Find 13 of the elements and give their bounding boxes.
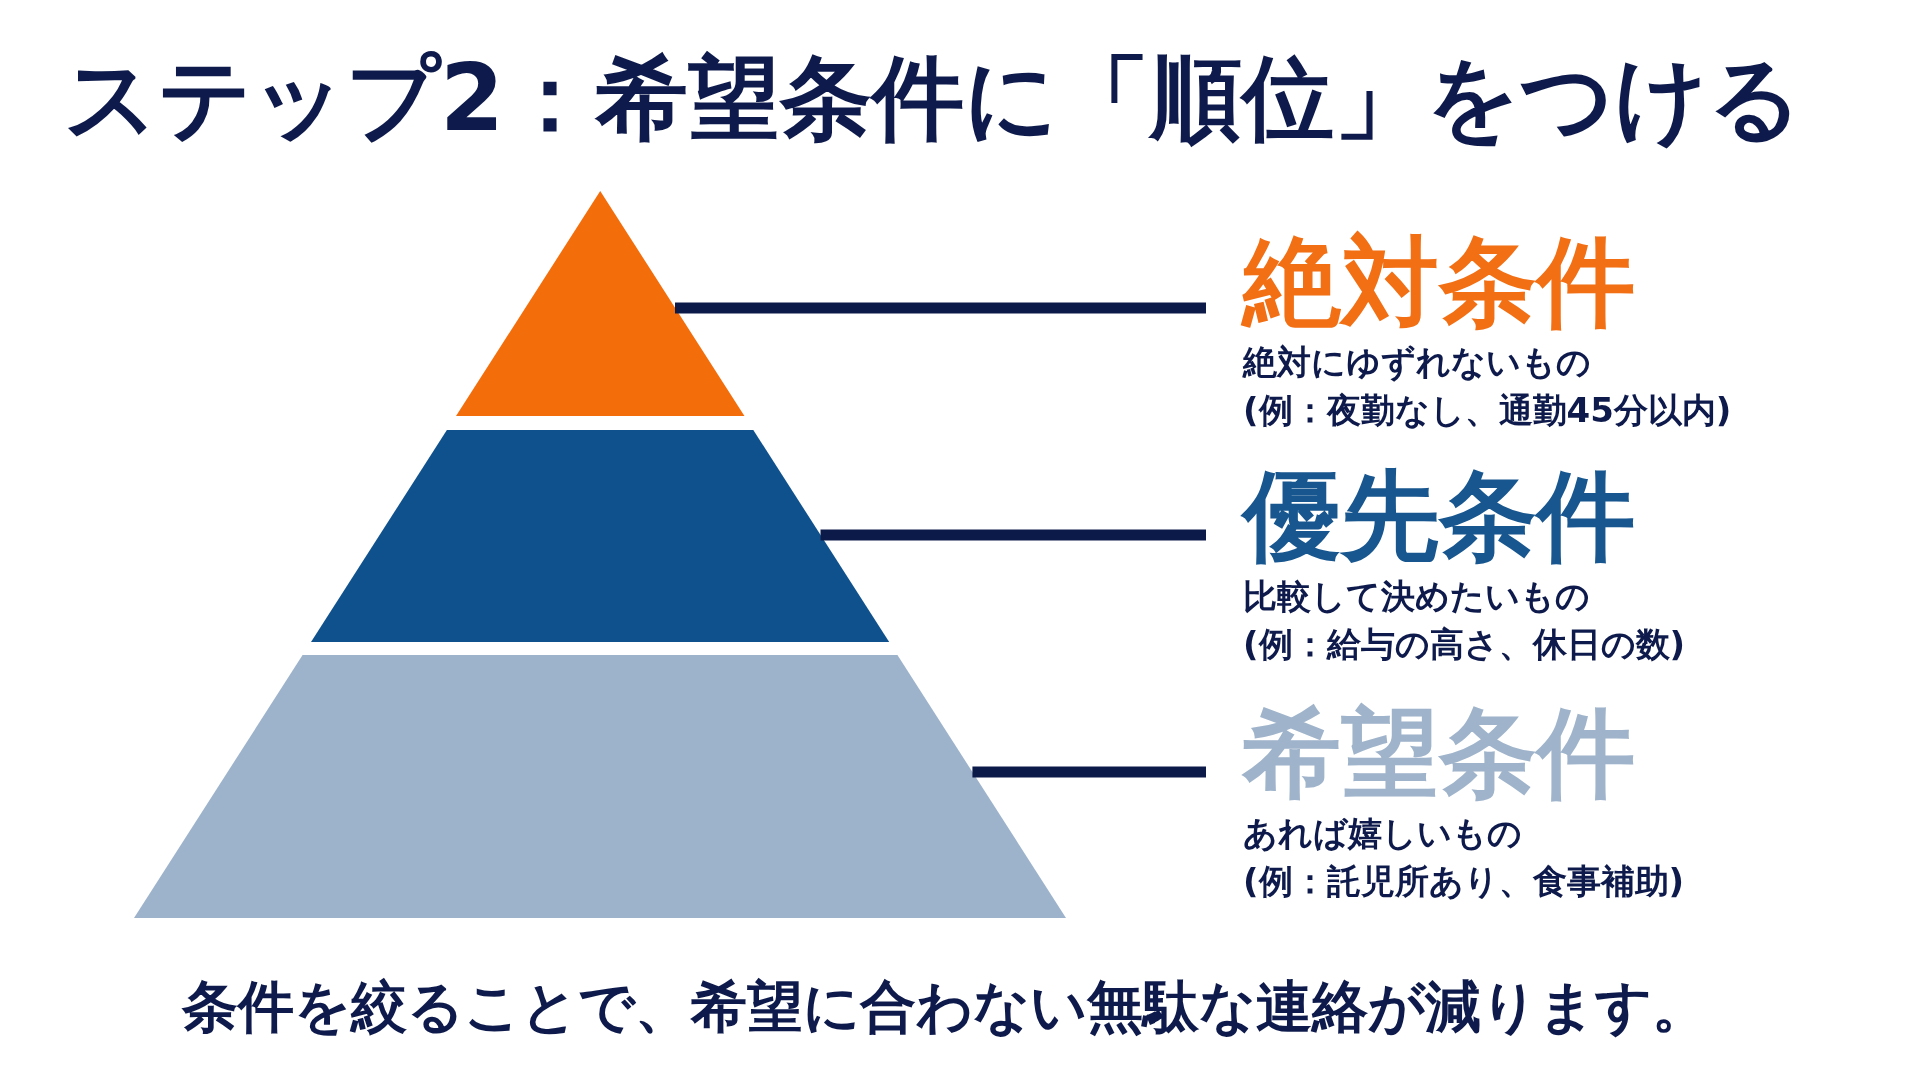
tier-description: 比較して決めたいもの bbox=[1243, 575, 1590, 618]
tier-description: あれば嬉しいもの bbox=[1243, 812, 1522, 855]
tier-heading: 希望条件 bbox=[1243, 703, 1635, 803]
title: ステップ2：希望条件に「順位」をつける bbox=[64, 44, 1802, 154]
tier-description: 絶対にゆずれないもの bbox=[1243, 341, 1591, 384]
leader-line bbox=[972, 766, 1206, 778]
caption: 条件を絞ることで、希望に合わない無駄な連絡が減ります。 bbox=[182, 973, 1708, 1041]
tier-heading: 絶対条件 bbox=[1243, 232, 1635, 332]
example-text: (例：託児所あり、食事補助) bbox=[1243, 860, 1685, 903]
example-text: (例：給与の高さ、休日の数) bbox=[1243, 623, 1686, 666]
example-text: (例：夜勤なし、通勤45分以内) bbox=[1243, 389, 1732, 432]
leader-line bbox=[820, 529, 1206, 541]
leader-line bbox=[675, 302, 1206, 314]
